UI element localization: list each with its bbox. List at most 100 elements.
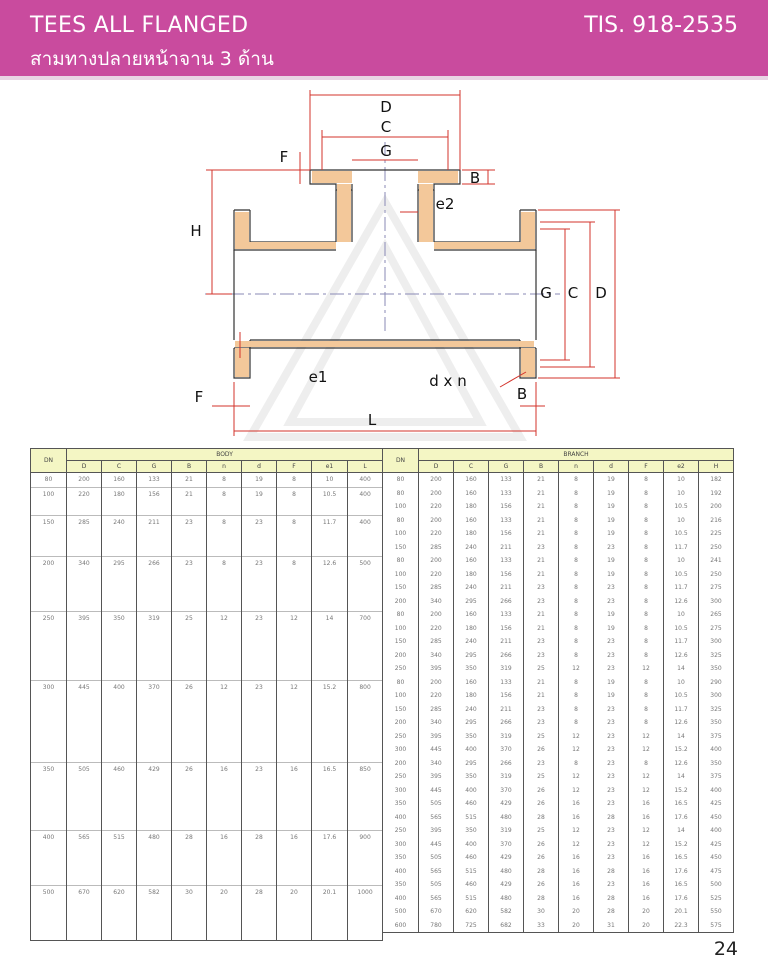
page-number: 24 (713, 938, 738, 960)
body-value-cell (136, 625, 172, 639)
body-dn-cell (30, 597, 67, 612)
branch-value-cell: 21 (523, 527, 559, 541)
body-value-cell (346, 899, 384, 913)
branch-value-cell: 225 (697, 527, 735, 541)
branch-value-cell: 156 (488, 567, 524, 581)
body-value-cell (311, 789, 348, 803)
body-value-cell: 582 (136, 885, 172, 900)
body-value-cell (346, 789, 384, 803)
body-value-cell (66, 789, 102, 803)
body-col-header: C (101, 460, 137, 473)
branch-dn-cell: 150 (382, 581, 419, 595)
branch-value-cell: 8 (558, 527, 594, 541)
body-value-cell (66, 542, 102, 557)
branch-value-cell: 180 (453, 621, 489, 635)
body-value-cell (346, 666, 384, 680)
branch-value-cell: 23 (523, 702, 559, 716)
body-value-cell: 8 (276, 556, 312, 571)
body-value-cell (101, 597, 137, 612)
body-value-cell (241, 803, 277, 817)
branch-value-cell: 480 (488, 891, 524, 905)
branch-dn-cell: 200 (382, 756, 419, 770)
branch-dn-cell: 250 (382, 824, 419, 838)
body-value-cell: 670 (66, 885, 102, 900)
body-value-cell: 220 (66, 486, 102, 501)
body-table-row (30, 926, 384, 941)
body-value-cell (276, 748, 312, 762)
branch-value-cell: 160 (453, 513, 489, 527)
body-value-cell (101, 542, 137, 557)
body-value-cell (206, 803, 242, 817)
body-value-cell (101, 776, 137, 790)
branch-value-cell: 275 (697, 621, 735, 635)
branch-value-cell: 23 (593, 756, 629, 770)
branch-value-cell: 26 (523, 783, 559, 797)
body-value-cell (136, 913, 172, 927)
branch-value-cell: 19 (593, 621, 629, 635)
body-value-cell (136, 844, 172, 858)
branch-value-cell: 200 (418, 472, 454, 487)
branch-value-cell: 19 (593, 689, 629, 703)
branch-value-cell: 160 (453, 554, 489, 568)
branch-value-cell: 319 (488, 729, 524, 743)
body-value-cell: 8 (276, 514, 312, 529)
branch-value-cell: 8 (558, 486, 594, 500)
branch-value-cell: 395 (418, 662, 454, 676)
body-value-cell (276, 789, 312, 803)
branch-value-cell: 12 (628, 729, 664, 743)
body-col-header: L (346, 460, 384, 473)
body-dn-cell (30, 570, 67, 584)
branch-dn-cell: 400 (382, 891, 419, 905)
body-value-cell (276, 625, 312, 639)
branch-value-cell: 21 (523, 554, 559, 568)
branch-value-cell: 350 (697, 756, 735, 770)
body-value-cell (346, 776, 384, 790)
body-value-cell (101, 844, 137, 858)
body-table-row (30, 639, 384, 653)
branch-value-cell: 425 (697, 837, 735, 851)
body-value-cell (66, 501, 102, 515)
header-bar (0, 0, 768, 76)
body-value-cell (66, 529, 102, 543)
branch-value-cell: 11.7 (663, 540, 699, 554)
branch-value-cell: 8 (628, 608, 664, 622)
branch-col-header: B (523, 460, 559, 473)
branch-value-cell: 25 (523, 662, 559, 676)
branch-value-cell: 19 (593, 472, 629, 487)
branch-value-cell: 8 (628, 513, 664, 527)
branch-value-cell: 480 (488, 810, 524, 824)
branch-value-cell: 515 (453, 810, 489, 824)
branch-value-cell: 16 (628, 797, 664, 811)
branch-value-cell: 16 (628, 891, 664, 905)
body-value-cell: 10.5 (311, 486, 348, 501)
body-value-cell (276, 570, 312, 584)
body-table-row (30, 913, 384, 927)
branch-value-cell: 240 (453, 635, 489, 649)
branch-value-cell: 21 (523, 689, 559, 703)
body-value-cell: 12.6 (311, 556, 348, 571)
body-value-cell (346, 597, 384, 612)
body-value-cell (276, 776, 312, 790)
branch-value-cell: 240 (453, 702, 489, 716)
body-value-cell (136, 871, 172, 886)
body-dn-cell (30, 707, 67, 721)
body-value-cell: 14 (311, 611, 348, 626)
tee-drawing-svg: D C G F B e2 H G C D e1 d x n F B L (190, 90, 620, 441)
body-value-cell (171, 844, 207, 858)
branch-value-cell: 23 (593, 743, 629, 757)
branch-value-cell: 19 (593, 554, 629, 568)
branch-value-cell: 16 (628, 878, 664, 892)
branch-value-cell: 23 (593, 702, 629, 716)
branch-value-cell: 275 (697, 581, 735, 595)
branch-value-cell: 10 (663, 608, 699, 622)
branch-value-cell: 550 (697, 905, 735, 919)
body-dn-cell (30, 584, 67, 598)
